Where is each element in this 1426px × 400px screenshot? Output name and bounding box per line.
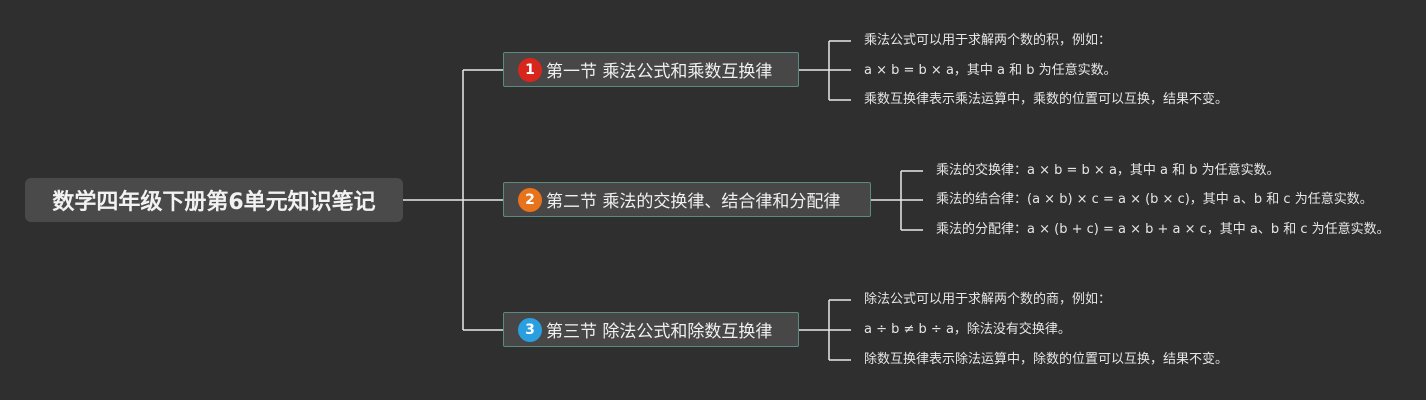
leaf-1-2[interactable]: a × b = b × a，其中 a 和 b 为任意实数。 [864,63,1117,78]
branch-1-leaf-connector [799,40,851,101]
leaf-3-3[interactable]: 除数互换律表示除法运算中，除数的位置可以互换，结果不变。 [864,352,1229,367]
branch-topic-1-label: 第一节 乘法公式和乘数互换律 [546,62,773,82]
leaf-3-1[interactable]: 除法公式可以用于求解两个数的商，例如： [864,292,1112,307]
branch-topic-1[interactable]: 1 第一节 乘法公式和乘数互换律 [503,52,799,87]
root-topic-label: 数学四年级下册第6单元知识笔记 [52,190,376,215]
branch-topic-3-label: 第三节 除法公式和除数互换律 [546,322,773,342]
leaf-3-2[interactable]: a ÷ b ≠ b ÷ a，除法没有交换律。 [864,322,1071,337]
branch-2-leaf-connector [871,170,923,231]
leaf-1-1[interactable]: 乘法公式可以用于求解两个数的积，例如： [864,33,1112,48]
branch-3-leaf-connector [799,299,851,361]
leaf-2-1[interactable]: 乘法的交换律：a × b = b × a，其中 a 和 b 为任意实数。 [936,163,1280,178]
badge-1: 1 [518,57,542,82]
leaf-2-3[interactable]: 乘法的分配律：a × (b + c) = a × b + a × c，其中 a、… [936,222,1390,237]
branch-topic-3[interactable]: 3 第三节 除法公式和除数互换律 [503,312,799,347]
root-topic[interactable]: 数学四年级下册第6单元知识笔记 [25,178,403,222]
leaf-2-2[interactable]: 乘法的结合律：(a × b) × c = a × (b × c)，其中 a、b … [936,192,1373,207]
leaf-1-3[interactable]: 乘数互换律表示乘法运算中，乘数的位置可以互换，结果不变。 [864,92,1229,107]
badge-2: 2 [518,187,542,212]
badge-3: 3 [518,317,542,342]
branch-topic-2[interactable]: 2 第二节 乘法的交换律、结合律和分配律 [503,182,871,217]
branch-topic-2-label: 第二节 乘法的交换律、结合律和分配律 [546,192,841,212]
